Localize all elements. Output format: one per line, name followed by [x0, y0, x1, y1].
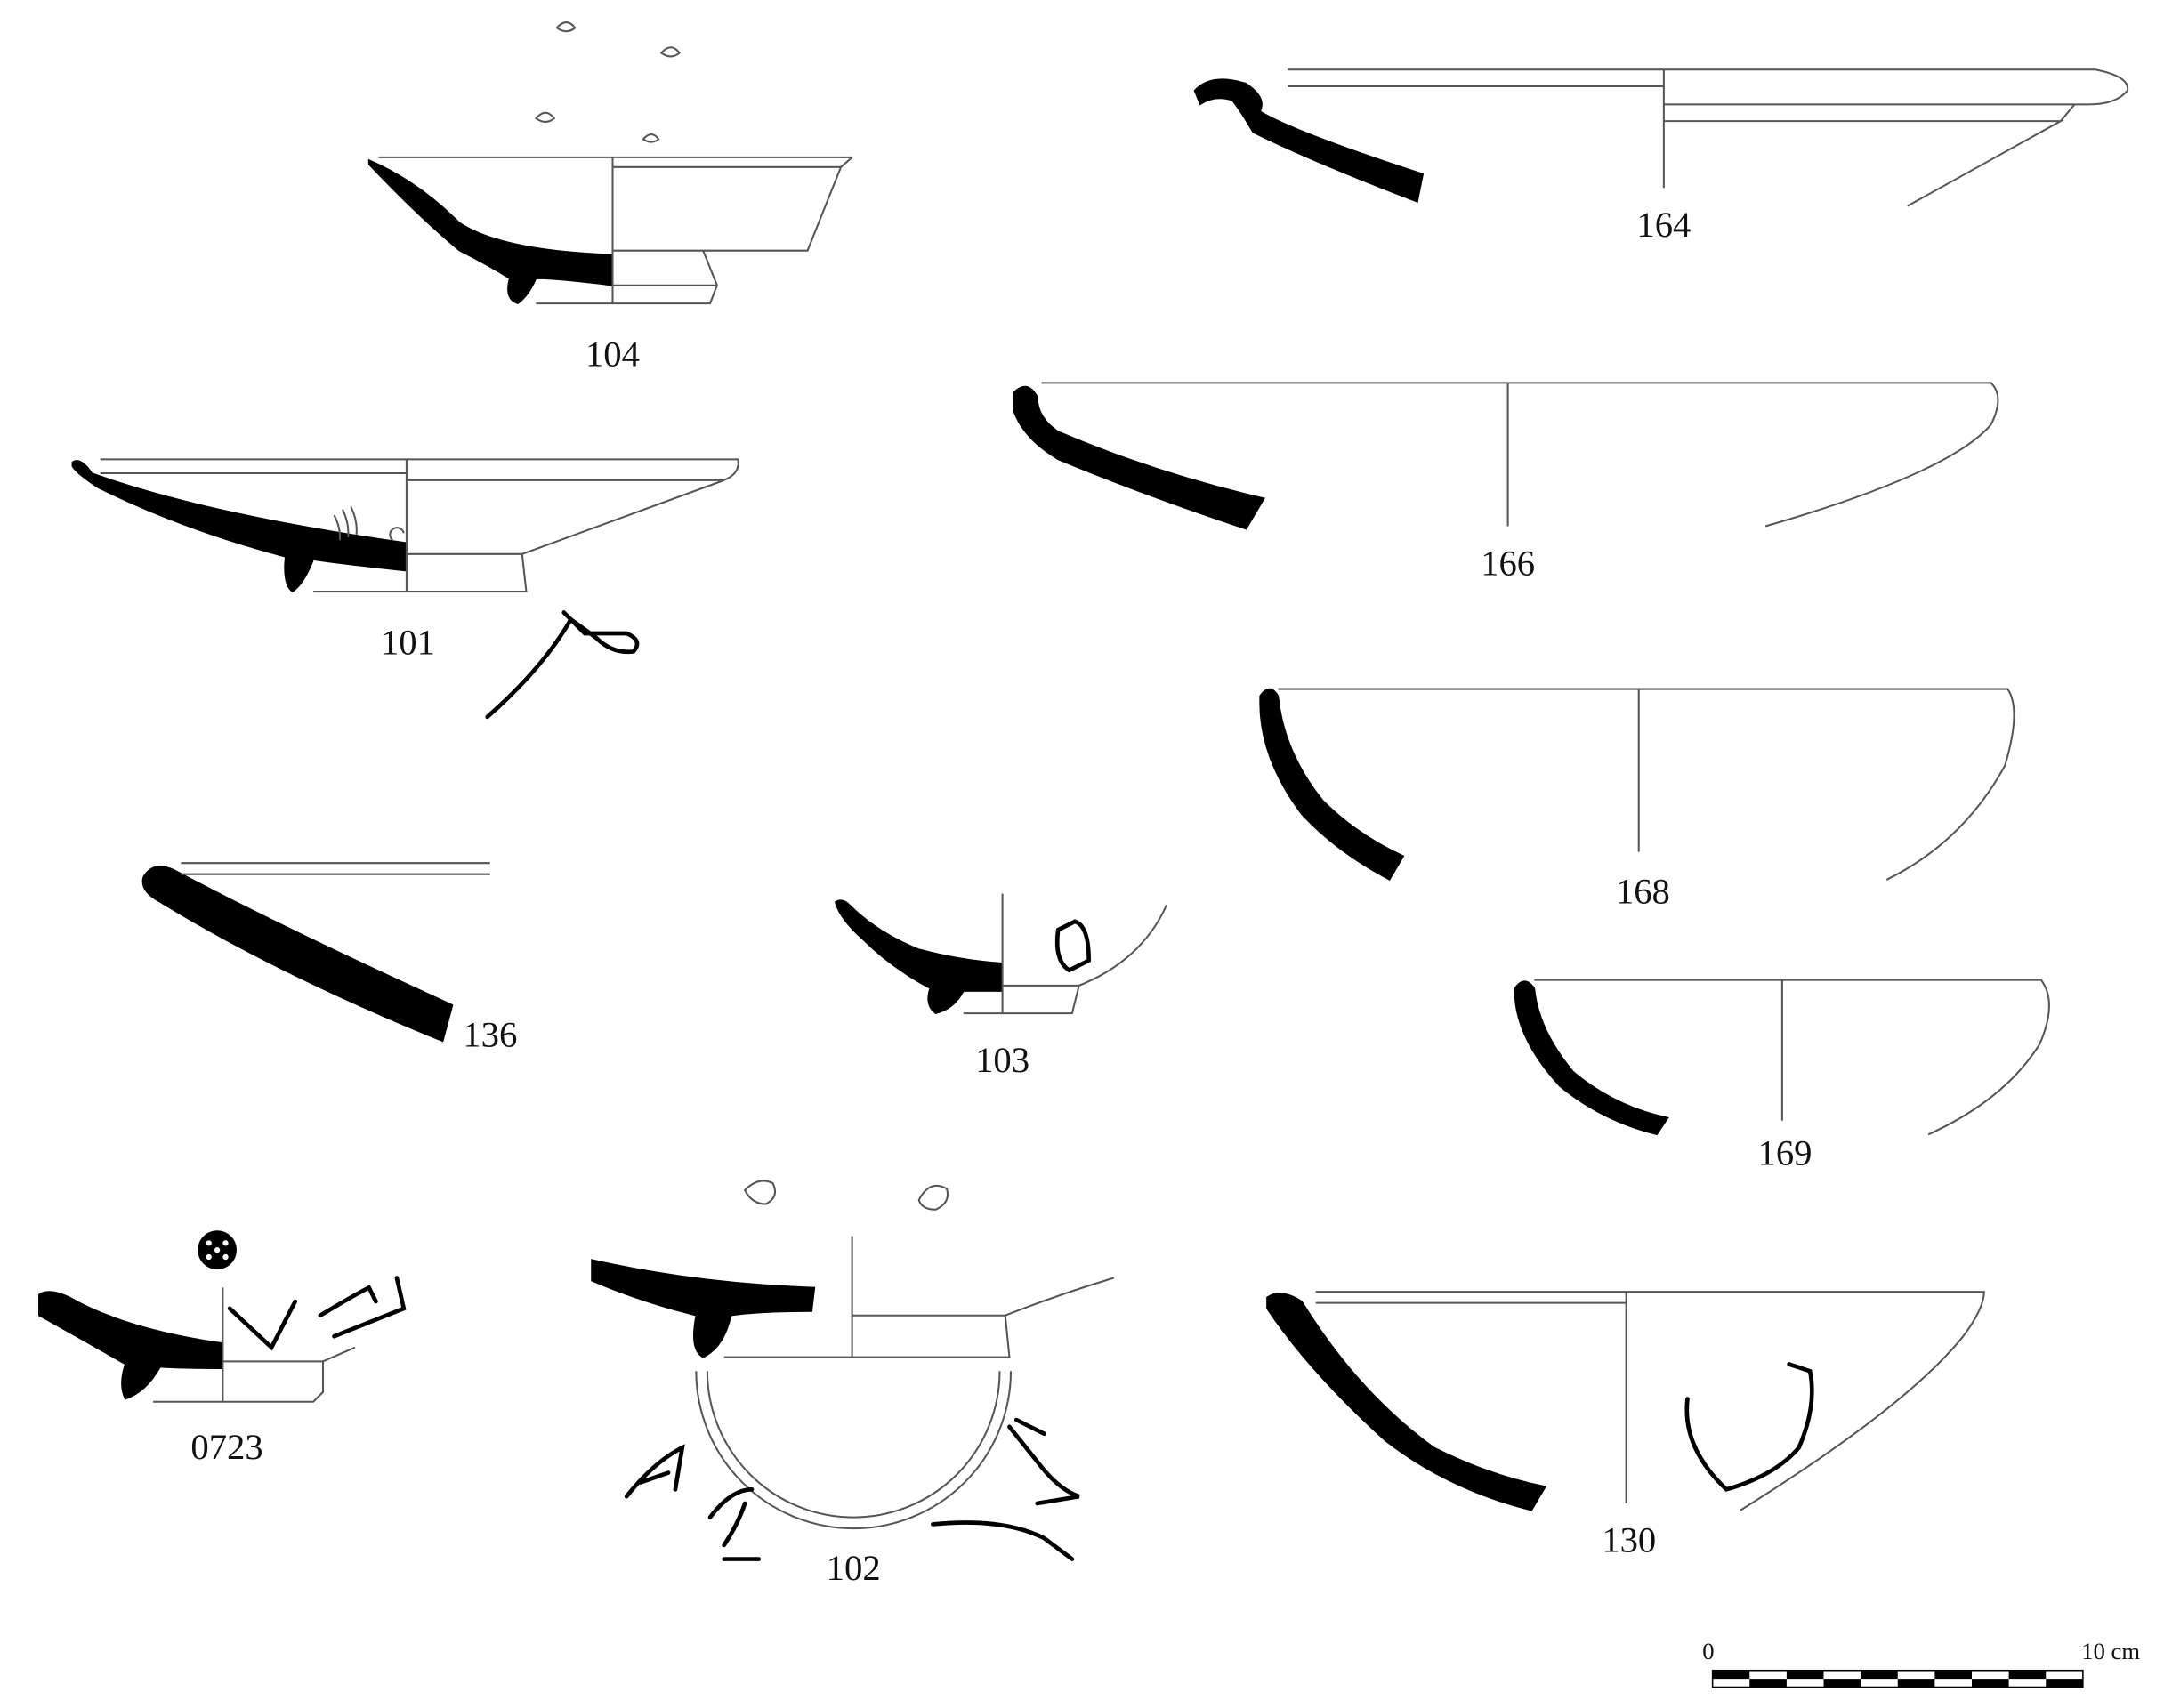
vessel-168: 168 [1259, 688, 2015, 912]
scale-bar-segment [1897, 1679, 1935, 1688]
scale-bar-segment [2046, 1679, 2083, 1688]
label-166: 166 [1481, 543, 1535, 583]
scale-end-label: 10 cm [2081, 1638, 2140, 1664]
stamp-motifs [534, 21, 681, 143]
vessel-164: 164 [1193, 68, 2129, 245]
label-130: 130 [1602, 1520, 1656, 1560]
scale-bar-segment [1861, 1670, 1898, 1680]
label-169: 169 [1757, 1133, 1812, 1173]
vessel-104: 104 [367, 21, 853, 375]
vessel-101: 101 [71, 458, 739, 720]
vessel-102: 102 [591, 1180, 1115, 1588]
vessel-166: 166 [1013, 382, 1999, 583]
label-102: 102 [827, 1548, 881, 1588]
vessel-136: 136 [141, 862, 517, 1055]
label-0723: 0723 [190, 1427, 262, 1467]
vessel-0723: 0723 [38, 1230, 407, 1467]
scale-bar-segment [2008, 1670, 2047, 1680]
scale-start-label: 0 [1702, 1638, 1714, 1664]
label-136: 136 [463, 1015, 517, 1055]
scale-bar-segment [1971, 1679, 2009, 1688]
label-168: 168 [1616, 872, 1670, 912]
scale-bar-segment [1823, 1679, 1861, 1688]
vessel-130: 130 [1266, 1291, 1985, 1560]
vessel-103: 103 [834, 893, 1168, 1080]
label-164: 164 [1636, 205, 1691, 245]
scale-bar-segment [1712, 1670, 1750, 1680]
scale-bar: 0 10 cm [1702, 1638, 2140, 1688]
scale-bar-segment [1786, 1670, 1824, 1680]
scale-bar-segment [1749, 1679, 1787, 1688]
label-101: 101 [381, 622, 435, 662]
vessel-169: 169 [1514, 979, 2050, 1173]
scale-bar-segment [1934, 1670, 1972, 1680]
label-104: 104 [585, 334, 640, 375]
label-103: 103 [975, 1040, 1029, 1080]
